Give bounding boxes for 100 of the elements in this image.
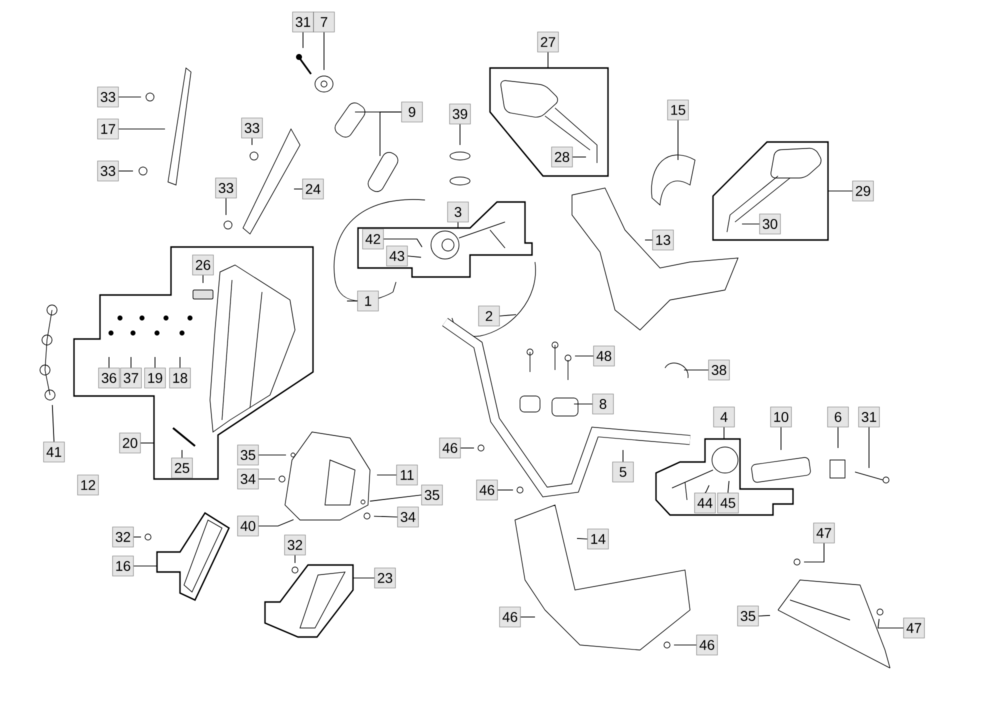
callout-number: 31 (858, 406, 880, 428)
leader-line (576, 538, 588, 540)
callout-number: 27 (537, 32, 559, 52)
leader-line (202, 274, 204, 284)
callout-number: 46 (439, 438, 461, 458)
callout-number: 1 (357, 290, 379, 312)
callout-number: 36 (98, 368, 120, 388)
callout-number: 25 (171, 458, 193, 478)
leader-line (878, 618, 904, 628)
callout-number: 4 (713, 406, 735, 428)
leader-line (346, 300, 358, 302)
callout-number: 34 (237, 468, 259, 490)
leader-line (108, 356, 110, 368)
group-frame (156, 512, 230, 601)
callout-number: 23 (374, 568, 396, 588)
leader-line (780, 426, 782, 450)
leader-line (133, 536, 142, 538)
leader-line (52, 404, 54, 442)
callout-number: 2 (478, 306, 500, 326)
leader-line (294, 554, 296, 564)
leader-line (383, 238, 422, 248)
leader-line (407, 256, 422, 258)
leader-line (294, 188, 303, 190)
leader-line (258, 519, 294, 526)
leader-line (302, 32, 304, 48)
callout-number: 41 (43, 442, 65, 462)
callout-number: 3 (447, 202, 469, 222)
callout-number: 13 (652, 230, 674, 250)
callout-number: 7 (313, 12, 335, 32)
leader-line (380, 112, 402, 156)
leader-line (728, 480, 730, 494)
leader-line (370, 494, 422, 502)
group-frame (357, 201, 533, 278)
group-frame (655, 438, 794, 516)
leader-line (258, 454, 286, 456)
callout-number: 18 (169, 368, 191, 388)
callout-number: 26 (192, 254, 214, 276)
leader-line (804, 542, 824, 562)
callout-number: 46 (499, 606, 521, 628)
callout-number: 42 (362, 228, 384, 250)
leader-line (376, 474, 397, 476)
callout-number: 14 (587, 528, 609, 550)
callout-number: 12 (77, 474, 99, 496)
callout-number: 5 (612, 462, 634, 482)
leader-line (154, 356, 156, 368)
callout-number: 32 (112, 526, 134, 548)
leader-line (704, 484, 710, 494)
callout-number: 33 (97, 86, 119, 108)
callout-number: 6 (827, 406, 849, 428)
leader-line (140, 442, 154, 444)
callout-number: 9 (401, 102, 423, 122)
callout-number: 35 (737, 606, 759, 626)
leader-line (622, 450, 624, 462)
leader-line (118, 96, 142, 98)
callout-number: 24 (302, 178, 324, 200)
callout-number: 44 (694, 492, 716, 514)
callout-number: 8 (592, 394, 614, 414)
leader-line (374, 516, 398, 518)
callout-number: 35 (421, 484, 443, 506)
callout-number: 15 (667, 100, 689, 120)
leader-line (258, 478, 276, 480)
callout-number: 17 (97, 118, 119, 140)
callout-number: 31 (292, 12, 314, 32)
callout-number: 33 (97, 160, 119, 182)
leader-line (868, 426, 870, 468)
leader-line (499, 314, 516, 316)
group-frame (489, 67, 609, 177)
callout-number: 40 (237, 516, 259, 536)
callout-number: 47 (903, 618, 925, 638)
leader-line (520, 616, 536, 618)
callout-number: 47 (813, 522, 835, 544)
leader-line (130, 356, 132, 368)
group-frame (264, 564, 354, 638)
callout-number: 37 (120, 368, 142, 388)
group-frame (712, 141, 829, 241)
leader-line (118, 128, 166, 130)
callout-number: 32 (284, 534, 306, 556)
leader-line (118, 170, 134, 172)
callout-number: 33 (241, 118, 263, 138)
callout-number: 43 (386, 246, 408, 266)
callout-number: 39 (449, 104, 471, 124)
callout-number: 46 (696, 634, 718, 656)
callout-number: 48 (593, 346, 615, 366)
callout-number: 19 (144, 368, 166, 388)
leader-line (758, 614, 770, 616)
leader-line (674, 644, 697, 646)
callout-number: 38 (708, 360, 730, 380)
callout-number: 28 (551, 146, 573, 168)
callout-number: 45 (717, 492, 739, 514)
leader-line (572, 156, 586, 158)
callout-number: 16 (112, 556, 134, 576)
callout-number: 29 (852, 180, 874, 202)
callout-number: 30 (759, 214, 781, 234)
callout-number: 11 (396, 464, 418, 486)
callout-number: 34 (397, 506, 419, 528)
callout-number: 46 (476, 480, 498, 500)
callout-number: 33 (215, 178, 237, 198)
callout-number: 10 (770, 406, 792, 428)
leader-line (828, 190, 853, 192)
callout-number: 35 (237, 444, 259, 466)
